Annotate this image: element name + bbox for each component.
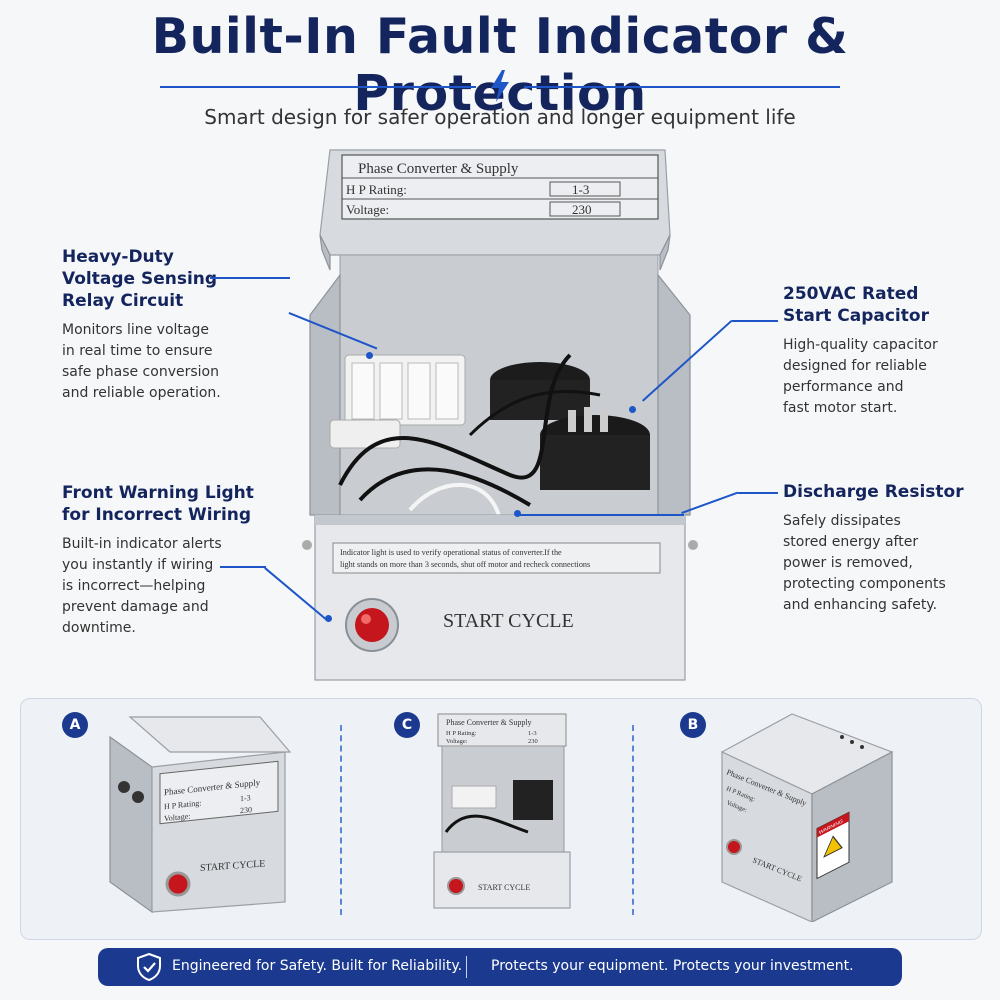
footer-left-text: Engineered for Safety. Built for Reliabi… <box>172 958 463 974</box>
feature-capacitor-desc: High-quality capacitor designed for reli… <box>783 337 938 416</box>
view-c-voltage-label: Voltage: <box>446 738 468 745</box>
footer-banner: Engineered for Safety. Built for Reliabi… <box>98 948 902 986</box>
view-c-hp-value: 1-3 <box>528 730 537 737</box>
feature-capacitor-title: 250VAC Rated Start Capacitor <box>783 284 929 326</box>
view-a-voltage-label: Voltage: <box>164 812 191 824</box>
page-subtitle: Smart design for safer operation and lon… <box>204 105 796 129</box>
feature-relay-desc: Monitors line voltage in real time to en… <box>62 322 221 401</box>
view-a-image: Phase Converter & Supply H P Rating: 1-3… <box>109 716 292 914</box>
view-divider-2 <box>632 725 634 915</box>
view-b-badge: B <box>680 712 706 738</box>
view-divider-1 <box>340 725 342 915</box>
feature-warning-title: Front Warning Light for Incorrect Wiring <box>62 483 254 525</box>
start-cycle-label: START CYCLE <box>443 610 574 632</box>
title-divider-right <box>524 86 840 88</box>
resistor-leader-dot <box>514 510 521 517</box>
view-a-hp-value: 1-3 <box>240 793 251 803</box>
view-c-plate-title: Phase Converter & Supply <box>446 718 532 727</box>
warning-light-lens <box>355 608 389 642</box>
view-a-hp-label: H P Rating: <box>164 798 201 811</box>
feature-relay-title: Heavy-Duty Voltage Sensing Relay Circuit <box>62 247 218 311</box>
resistor-leader-horizontal <box>520 514 684 516</box>
resistor-leader-line <box>738 492 778 494</box>
warning-triangle-icon <box>823 835 843 858</box>
hp-rating-label: H P Rating: <box>346 182 407 197</box>
shield-check-icon <box>137 953 161 981</box>
hp-rating-value: 1-3 <box>572 182 589 197</box>
feature-resistor-desc: Safely dissipates stored energy after po… <box>783 513 946 613</box>
footer-right-text: Protects your equipment. Protects your i… <box>491 958 854 974</box>
plate-title: Phase Converter & Supply <box>358 161 519 177</box>
view-a-start-label: START CYCLE <box>200 858 265 874</box>
view-c-hp-label: H P Rating: <box>446 730 477 737</box>
voltage-label: Voltage: <box>346 202 389 217</box>
capacitor-leader-line <box>732 320 778 322</box>
lightning-bolt-icon <box>491 70 509 102</box>
feature-capacitor: 250VAC Rated Start Capacitor High-qualit… <box>783 283 983 419</box>
feature-resistor-title: Discharge Resistor <box>783 482 964 502</box>
view-b-image: Phase Converter & Supply H P Rating: Vol… <box>720 713 894 922</box>
feature-warning-desc: Built-in indicator alerts you instantly … <box>62 536 222 636</box>
view-c-badge: C <box>394 712 420 738</box>
warning-leader-dot <box>325 615 332 622</box>
warning-leader-line <box>220 566 266 568</box>
view-a-voltage-value: 230 <box>240 805 252 815</box>
notice-line-2: light stands on more than 3 seconds, shu… <box>340 560 590 569</box>
view-a-badge: A <box>62 712 88 738</box>
feature-warning-light: Front Warning Light for Incorrect Wiring… <box>62 482 292 639</box>
voltage-value: 230 <box>572 202 592 217</box>
feature-resistor: Discharge Resistor Safely dissipates sto… <box>783 481 983 616</box>
notice-line-1: Indicator light is used to verify operat… <box>340 548 562 557</box>
title-divider-left <box>160 86 476 88</box>
view-c-voltage-value: 230 <box>528 738 538 745</box>
relay-leader-dot <box>366 352 373 359</box>
feature-relay: Heavy-Duty Voltage Sensing Relay Circuit… <box>62 246 282 404</box>
view-c-start-label: START CYCLE <box>478 883 530 892</box>
capacitor-leader-dot <box>629 406 636 413</box>
phase-converter-main-image: Phase Converter & Supply H P Rating: 1-3… <box>302 149 698 681</box>
view-c-image: Phase Converter & Supply H P Rating: 1-3… <box>433 713 571 909</box>
footer-separator <box>466 956 467 978</box>
relay-leader-line <box>210 277 290 279</box>
